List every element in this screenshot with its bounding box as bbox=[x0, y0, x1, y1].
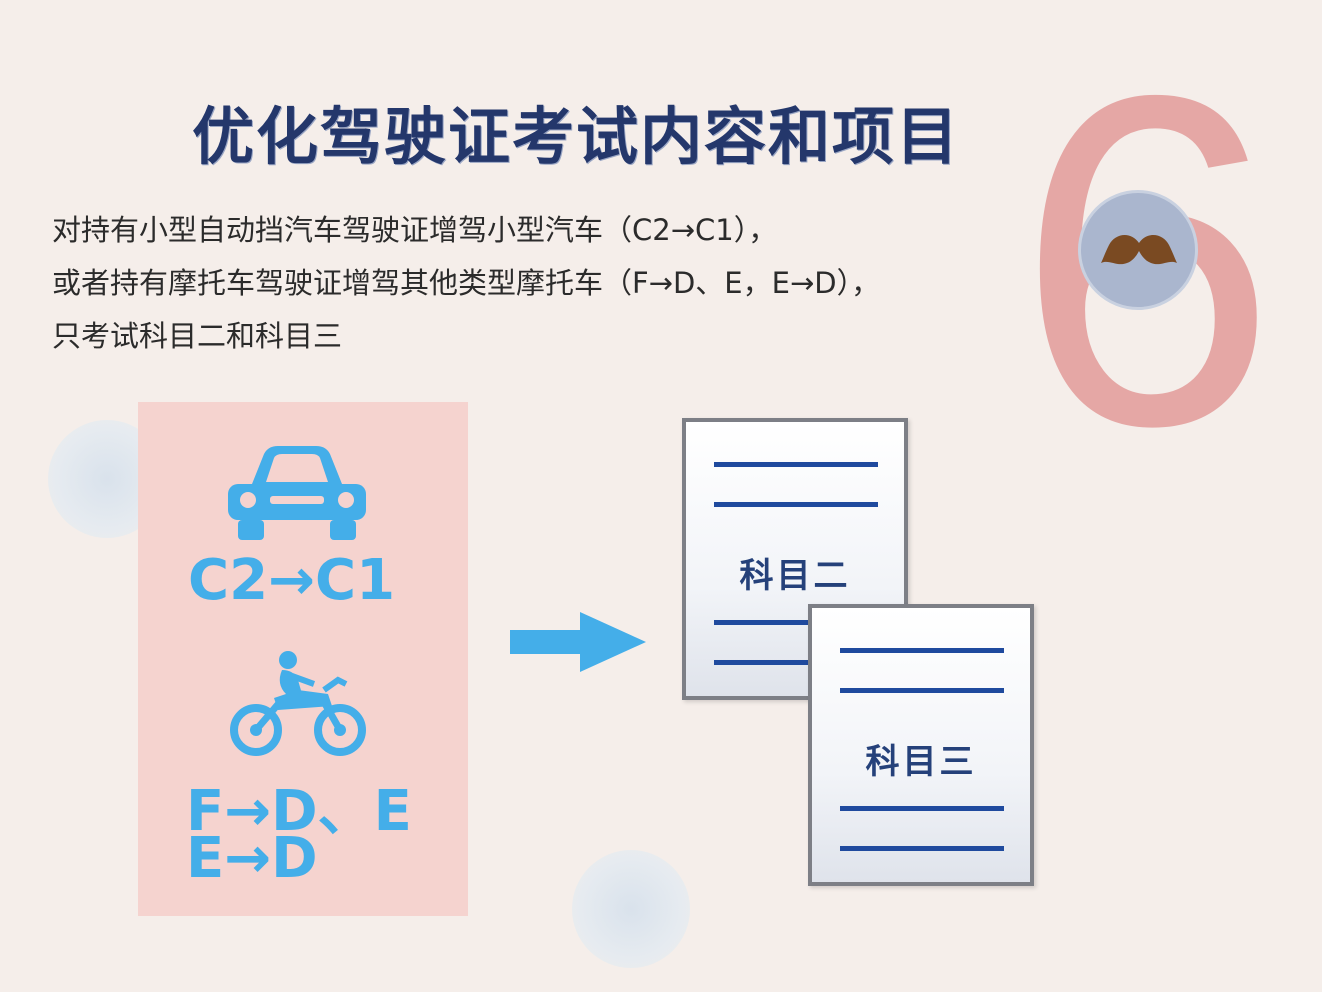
subject-two-label: 科目二 bbox=[739, 556, 851, 596]
license-upgrade-panel: C2→C1 F→D、E E→D bbox=[138, 402, 468, 916]
doc-line bbox=[714, 620, 878, 625]
car-upgrade-label: C2→C1 bbox=[188, 548, 396, 613]
doc-line bbox=[714, 660, 878, 665]
right-arrow-icon bbox=[510, 612, 646, 672]
doc-line bbox=[714, 462, 878, 467]
watermark-emblem bbox=[572, 850, 690, 968]
doc-line bbox=[840, 846, 1004, 851]
description-line: 或者持有摩托车驾驶证增驾其他类型摩托车（F→D、E，E→D）， bbox=[52, 266, 881, 300]
car-icon bbox=[228, 446, 366, 540]
mascot-badge bbox=[1078, 190, 1198, 310]
motorcycle-upgrade-label: E→D bbox=[186, 826, 318, 891]
motorcycle-upgrade-label: F→D、E bbox=[186, 779, 412, 844]
description-line: 只考试科目二和科目三 bbox=[52, 319, 343, 353]
doc-line bbox=[714, 502, 878, 507]
doc-line bbox=[840, 648, 1004, 653]
description-line: 对持有小型自动挡汽车驾驶证增驾小型汽车（C2→C1）， bbox=[52, 213, 778, 247]
description: 对持有小型自动挡汽车驾驶证增驾小型汽车（C2→C1）， 或者持有摩托车驾驶证增驾… bbox=[52, 204, 880, 363]
doc-line bbox=[840, 688, 1004, 693]
subject-three-document: 科目三 bbox=[808, 604, 1034, 886]
mustache-icon bbox=[1101, 234, 1177, 265]
doc-line bbox=[840, 806, 1004, 811]
motorcycle-icon bbox=[230, 651, 366, 756]
subject-three-label: 科目三 bbox=[865, 742, 977, 782]
page-title: 优化驾驶证考试内容和项目 bbox=[192, 100, 961, 173]
